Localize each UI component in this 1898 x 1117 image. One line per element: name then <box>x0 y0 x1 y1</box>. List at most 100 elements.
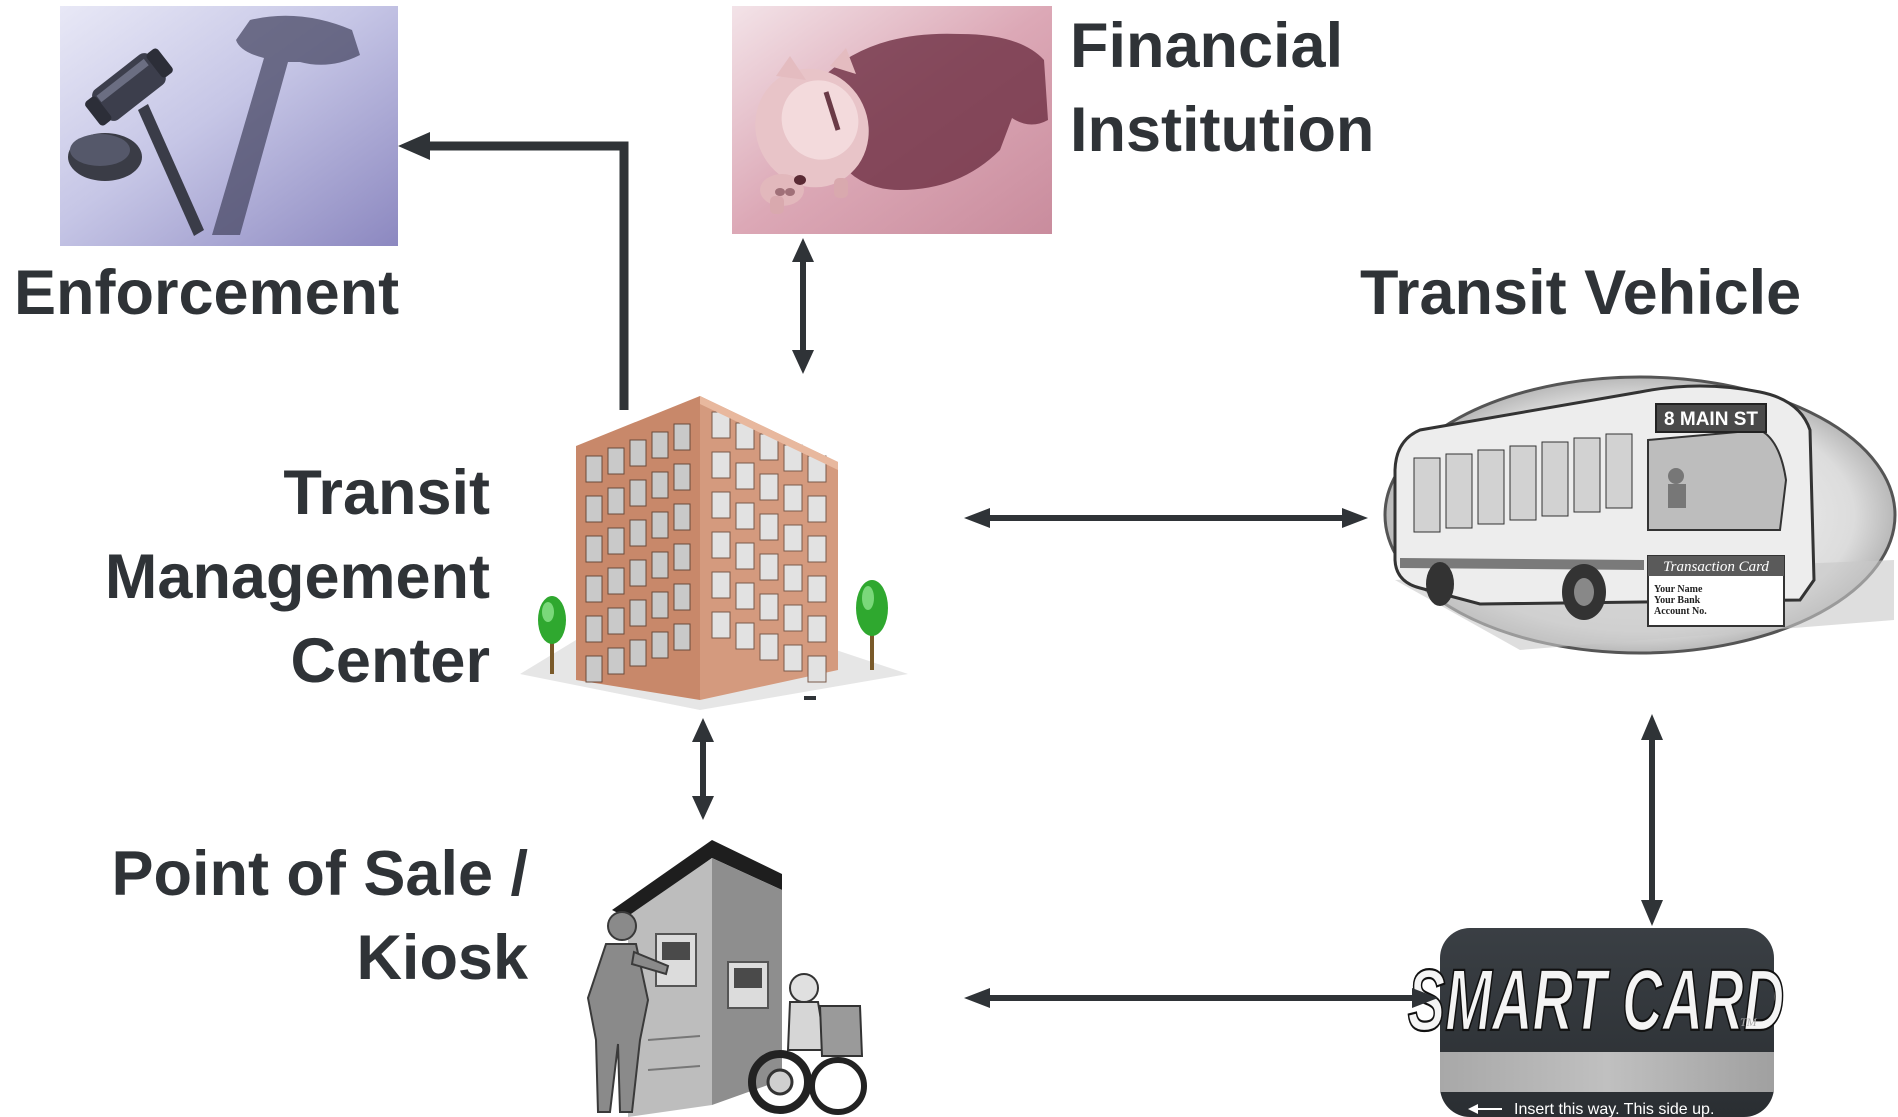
transaction-card-line: Your Bank <box>1654 595 1701 606</box>
window <box>711 451 731 479</box>
window <box>1477 449 1505 525</box>
arrow-tmc-financial <box>792 238 814 374</box>
financial-institution-label-line: Financial <box>1070 11 1344 81</box>
window <box>651 431 669 459</box>
point-of-sale-label: Point of Sale / Kiosk <box>0 832 528 1000</box>
smart-card-instruction: Insert this way. This side up. <box>1514 1101 1714 1117</box>
transit-management-center-label: Transit Management Center <box>0 451 490 703</box>
window <box>629 559 647 587</box>
tmc-label-line: Center <box>290 626 490 696</box>
window <box>1541 441 1569 517</box>
window <box>783 644 803 672</box>
window <box>629 439 647 467</box>
window <box>673 423 691 451</box>
window <box>651 511 669 539</box>
enforcement-label: Enforcement <box>14 251 399 335</box>
window <box>585 615 603 643</box>
gavel-icon <box>68 48 204 236</box>
financial-institution-image <box>732 6 1052 234</box>
transaction-card-line: Your Name <box>1654 584 1703 595</box>
bus-icon: 8 MAIN ST Transaction Card Your Name You… <box>1383 375 1897 655</box>
window <box>607 527 625 555</box>
window <box>1413 457 1441 533</box>
window <box>629 639 647 667</box>
window <box>759 593 779 621</box>
window <box>673 503 691 531</box>
connection-arrows <box>398 132 1663 1008</box>
window <box>585 655 603 683</box>
piggy-shadow <box>820 33 1048 190</box>
window <box>1509 445 1537 521</box>
window <box>807 535 827 563</box>
window <box>1605 433 1633 509</box>
wheelchair-user-icon <box>748 973 867 1115</box>
window <box>711 531 731 559</box>
window <box>807 615 827 643</box>
window <box>607 647 625 675</box>
arrow-kiosk-smartcard <box>964 988 1438 1008</box>
window <box>607 567 625 595</box>
building-left-windows <box>585 423 691 683</box>
piggy-bank-icon <box>755 48 869 214</box>
window <box>585 455 603 483</box>
arrow-tmc-to-enforcement <box>398 132 629 410</box>
transit-vehicle-label-text: Transit Vehicle <box>1360 258 1802 328</box>
window <box>585 535 603 563</box>
tmc-label-line: Transit <box>283 458 490 528</box>
window <box>735 582 755 610</box>
window <box>651 471 669 499</box>
window <box>783 564 803 592</box>
tmc-label-line: Management <box>104 542 490 612</box>
smart-card-title: SMART CARD <box>1408 951 1784 1049</box>
window <box>783 604 803 632</box>
enforcement-label-text: Enforcement <box>14 258 400 328</box>
building-right-windows <box>711 411 827 683</box>
window <box>651 551 669 579</box>
window <box>673 623 691 651</box>
pos-label-line: Point of Sale / <box>111 839 528 909</box>
tree-icon <box>538 596 566 674</box>
smart-card-tm: TM <box>1740 1015 1758 1029</box>
window <box>607 607 625 635</box>
window <box>783 524 803 552</box>
window <box>651 591 669 619</box>
window <box>759 513 779 541</box>
person-icon <box>586 911 670 1113</box>
window <box>629 599 647 627</box>
window <box>807 655 827 683</box>
transaction-card-title: Transaction Card <box>1663 559 1769 575</box>
financial-institution-label: Financial Institution <box>1070 4 1374 172</box>
window <box>629 479 647 507</box>
window <box>673 463 691 491</box>
window <box>629 519 647 547</box>
arrow-left-icon <box>1468 1104 1502 1114</box>
window <box>711 571 731 599</box>
pos-label-line: Kiosk <box>356 923 528 993</box>
window <box>585 575 603 603</box>
window <box>651 631 669 659</box>
window <box>759 633 779 661</box>
window <box>607 447 625 475</box>
transit-vehicle-label: Transit Vehicle <box>1360 251 1801 335</box>
financial-institution-label-line: Institution <box>1070 95 1375 165</box>
office-building-icon <box>520 396 908 710</box>
window <box>807 575 827 603</box>
window <box>735 462 755 490</box>
window <box>711 611 731 639</box>
smart-card-image: SMART CARD TM Insert this way. This side… <box>1407 928 1785 1117</box>
window <box>759 553 779 581</box>
transaction-card: Transaction Card Your Name Your Bank Acc… <box>1647 555 1785 627</box>
window <box>673 583 691 611</box>
window <box>759 473 779 501</box>
window <box>1445 453 1473 529</box>
window <box>807 495 827 523</box>
tree-icon <box>856 580 888 670</box>
window <box>783 484 803 512</box>
arrow-tmc-vehicle <box>964 508 1368 528</box>
arrow-vehicle-smartcard <box>1641 714 1663 926</box>
window <box>585 495 603 523</box>
bus-destination-sign: 8 MAIN ST <box>1664 409 1758 430</box>
gavel-shadow <box>212 15 360 235</box>
